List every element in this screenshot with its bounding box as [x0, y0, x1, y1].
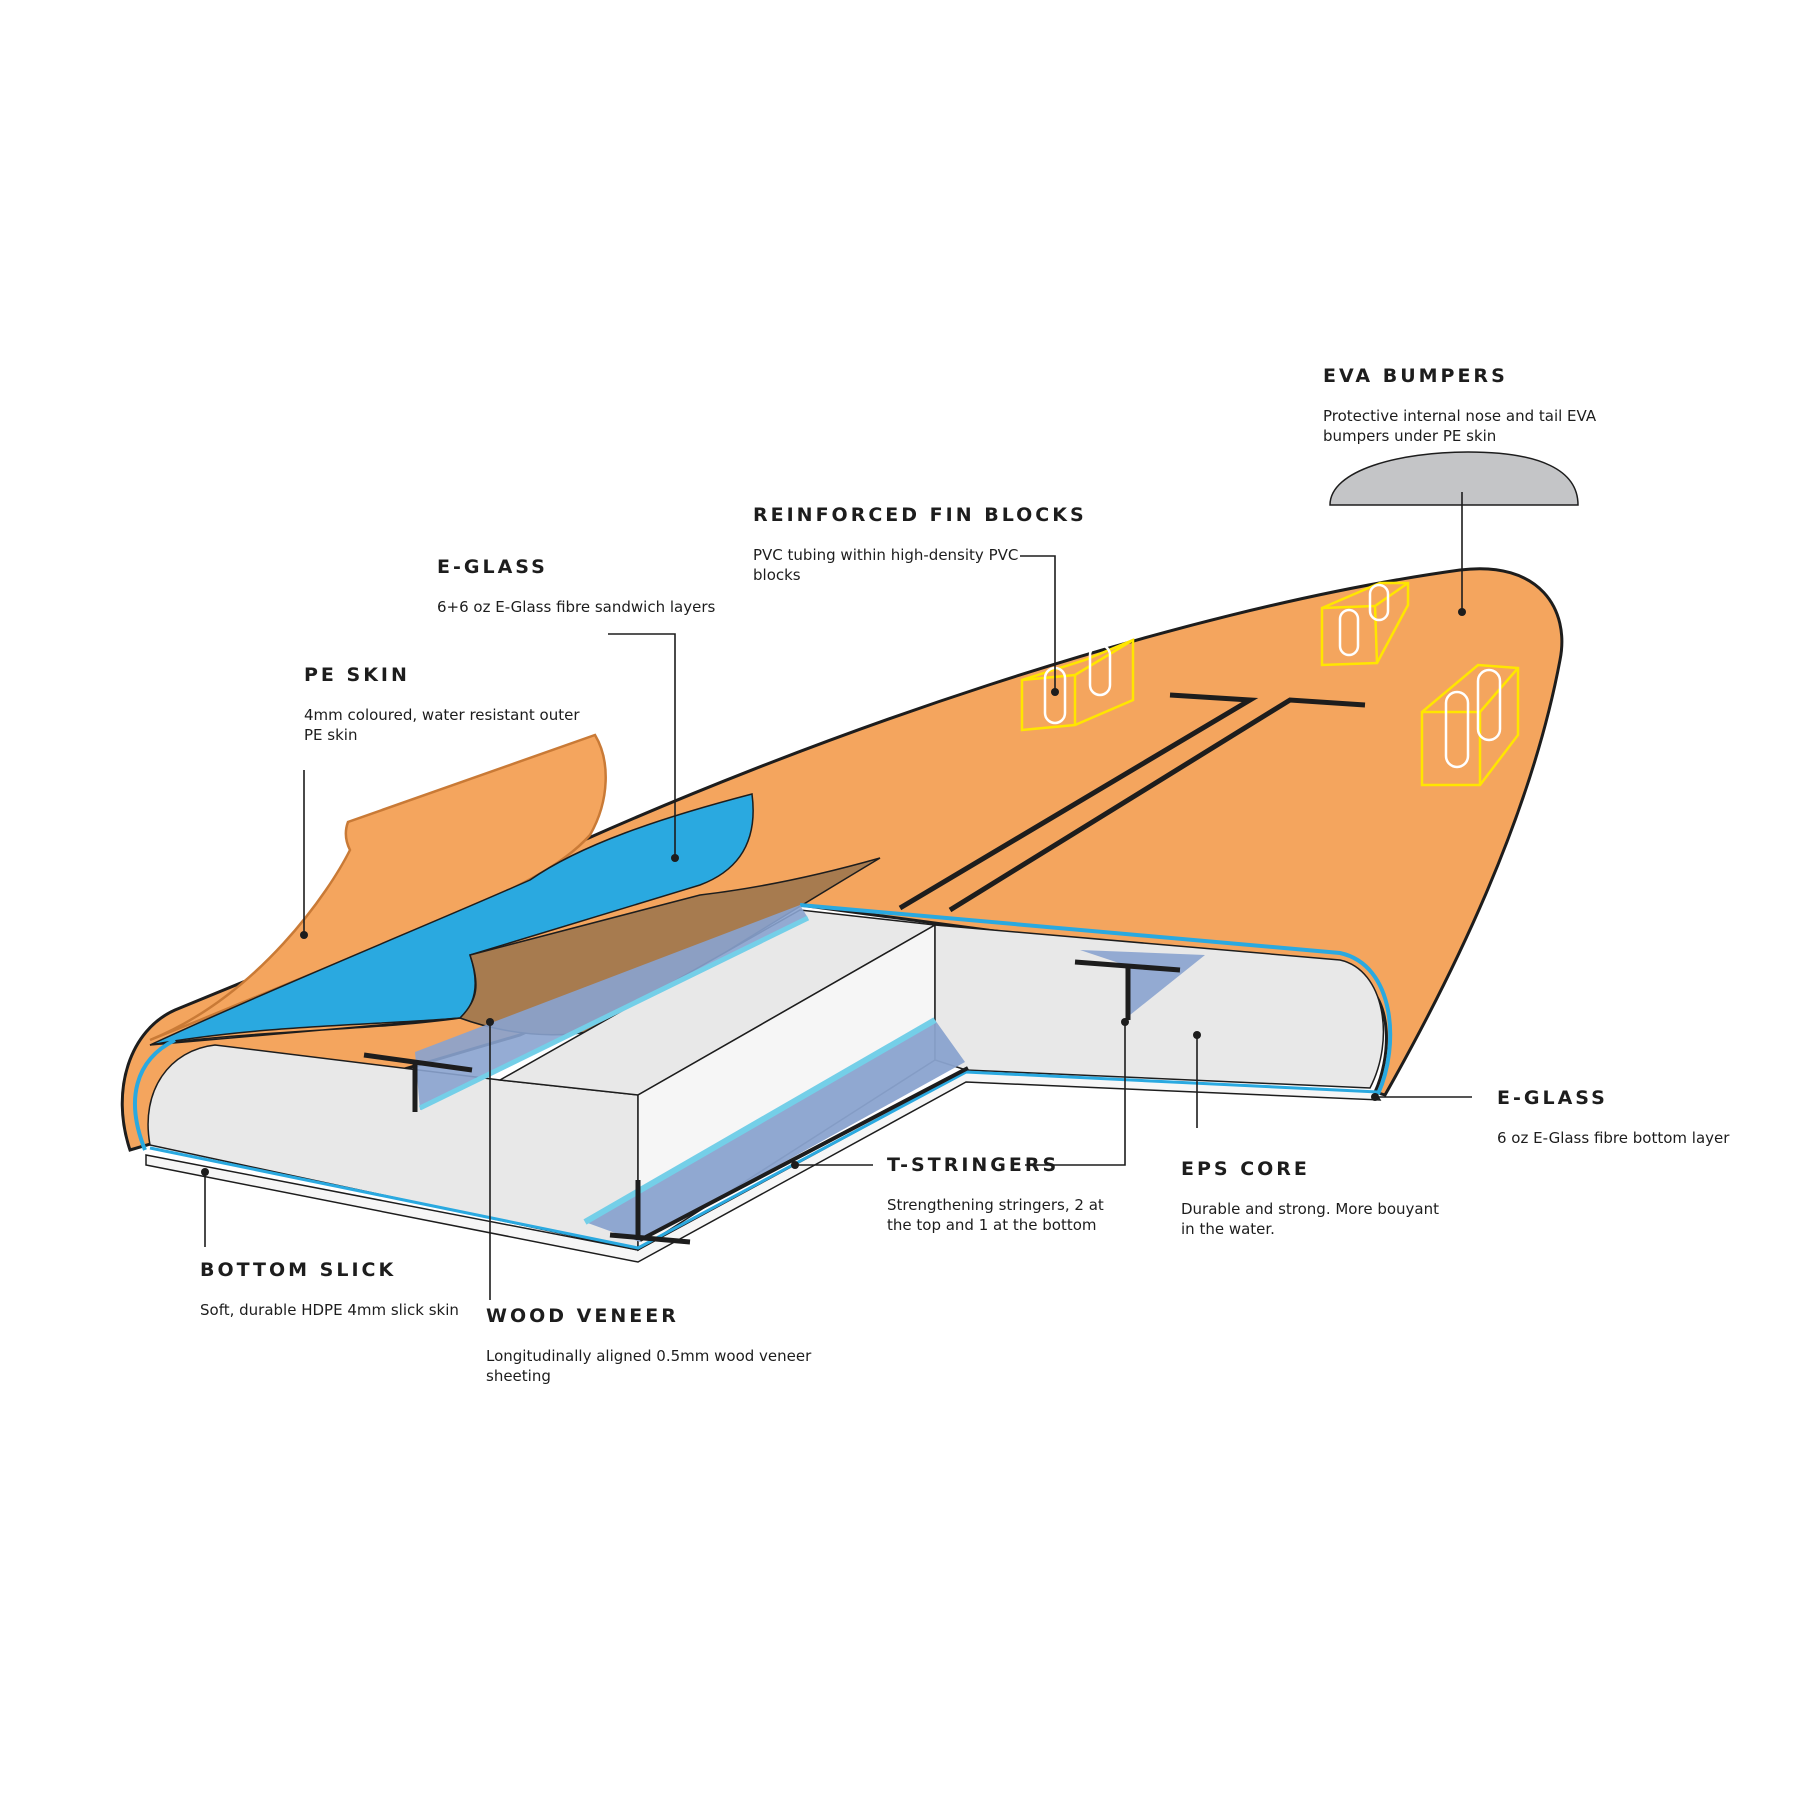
- dot-t-stringers: [1121, 1018, 1129, 1026]
- e-glass-bottom-title: E-GLASS: [1497, 1087, 1608, 1109]
- pe-skin-title: PE SKIN: [304, 664, 410, 686]
- t-stringers-title: T-STRINGERS: [887, 1154, 1060, 1176]
- label-bottom-slick: BOTTOM SLICK Soft, durable HDPE 4mm slic…: [200, 1258, 500, 1320]
- label-eps-core: EPS CORE Durable and strong. More bouyan…: [1181, 1157, 1451, 1239]
- eva-bumpers-desc: Protective internal nose and tail EVA bu…: [1323, 407, 1597, 445]
- bottom-e-glass-line: [149, 1070, 1379, 1250]
- eps-core-desc: Durable and strong. More bouyant in the …: [1181, 1200, 1439, 1238]
- peeled-e-glass-sheet: [149, 793, 754, 1046]
- dot-wood-veneer: [486, 1018, 494, 1026]
- dot-e-glass-top: [671, 854, 679, 862]
- dot-fin-blocks: [1051, 688, 1059, 696]
- label-e-glass-top: E-GLASS 6+6 oz E-Glass fibre sandwich la…: [437, 555, 737, 617]
- fin-block-center-tubes: [1338, 583, 1390, 657]
- leader-t-stringers: [1025, 1022, 1126, 1166]
- dot-bottom-slick: [201, 1168, 209, 1176]
- right-t-stringer-glyph: [1074, 959, 1181, 1020]
- bottom-stringer-t-stem: [609, 1180, 691, 1245]
- label-t-stringers: T-STRINGERS Strengthening stringers, 2 a…: [887, 1153, 1117, 1235]
- left-top-stringer-band: [415, 905, 808, 1110]
- left-top-stringer-edge: [418, 915, 810, 1111]
- fin-block-right: [1420, 663, 1520, 787]
- dot-pe-skin: [300, 931, 308, 939]
- e-glass-bottom-desc: 6 oz E-Glass fibre bottom layer: [1497, 1129, 1730, 1147]
- e-glass-top-desc: 6+6 oz E-Glass fibre sandwich layers: [437, 598, 716, 616]
- left-t-stringer-glyph: [363, 1052, 473, 1112]
- wood-veneer-desc: Longitudinally aligned 0.5mm wood veneer…: [486, 1347, 812, 1385]
- fin-blocks-title: REINFORCED FIN BLOCKS: [753, 504, 1087, 526]
- dot-eva-bumpers: [1458, 608, 1466, 616]
- fin-block-center: [1320, 581, 1410, 667]
- t-stringers-desc: Strengthening stringers, 2 at the top an…: [887, 1196, 1104, 1234]
- fin-block-right-tubes: [1444, 668, 1502, 769]
- bottom-stringer-band: [585, 1020, 965, 1242]
- e-glass-top-title: E-GLASS: [437, 556, 548, 578]
- label-wood-veneer: WOOD VENEER Longitudinally aligned 0.5mm…: [486, 1304, 816, 1386]
- leader-fin-blocks: [1020, 555, 1056, 692]
- right-top-stringer-band: [1080, 950, 1205, 1015]
- wood-veneer-title: WOOD VENEER: [486, 1305, 679, 1327]
- deck-e-glass-edge-line: [799, 903, 1393, 1095]
- eps-core-title: EPS CORE: [1181, 1158, 1310, 1180]
- label-fin-blocks: REINFORCED FIN BLOCKS PVC tubing within …: [753, 503, 1087, 585]
- bottom-slick-desc: Soft, durable HDPE 4mm slick skin: [200, 1301, 459, 1319]
- eva-bumper-shape: [1329, 451, 1579, 506]
- deck-stringer-line-2: [948, 697, 1366, 913]
- leader-e-glass-top: [608, 633, 676, 858]
- deck-stringer-line-1: [898, 692, 1259, 911]
- pe-skin-desc: 4mm coloured, water resistant outer PE s…: [304, 706, 580, 744]
- fin-block-left: [1020, 638, 1135, 732]
- label-eva-bumpers: EVA BUMPERS Protective internal nose and…: [1323, 364, 1623, 446]
- bottom-slick-title: BOTTOM SLICK: [200, 1259, 397, 1281]
- dot-t-stringers-bottom: [791, 1161, 799, 1169]
- label-pe-skin: PE SKIN 4mm coloured, water resistant ou…: [304, 663, 594, 745]
- dot-eps-core: [1193, 1031, 1201, 1039]
- bottom-stringer-black-line: [639, 1066, 969, 1242]
- eps-core-right-face: [934, 924, 1385, 1089]
- eva-bumpers-title: EVA BUMPERS: [1323, 365, 1508, 387]
- label-e-glass-bottom: E-GLASS 6 oz E-Glass fibre bottom layer: [1497, 1086, 1787, 1148]
- fin-blocks-desc: PVC tubing within high-density PVC block…: [753, 546, 1019, 584]
- bottom-stringer-glass-edge: [583, 1017, 937, 1225]
- left-rail-e-glass-edge: [133, 1038, 176, 1151]
- leader-dots: [201, 608, 1466, 1176]
- leader-lines: [204, 492, 1472, 1300]
- dot-e-glass-bottom: [1371, 1093, 1379, 1101]
